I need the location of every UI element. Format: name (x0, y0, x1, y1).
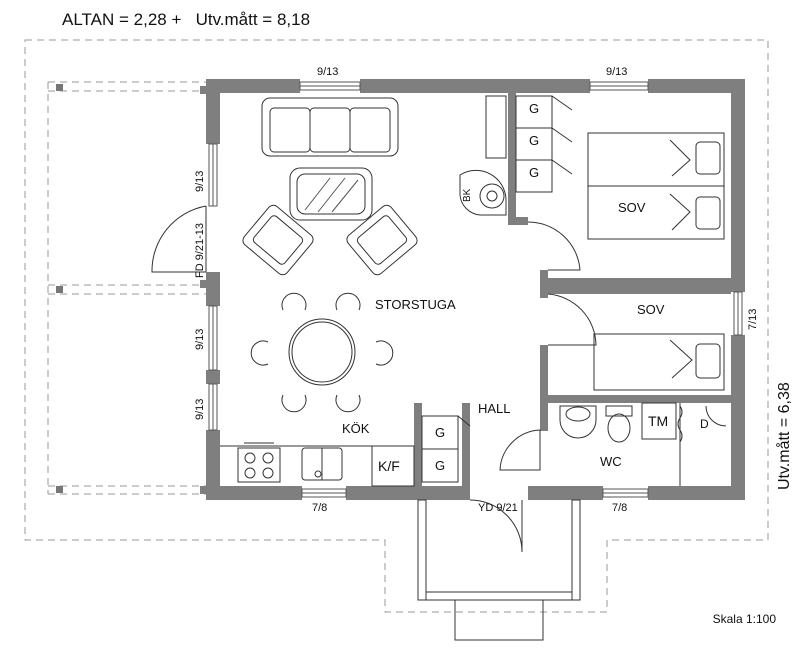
label-g-hall1: G (435, 425, 445, 440)
label-window-right: 7/13 (747, 309, 759, 330)
label-door-fd: FD 9/21-13 (194, 223, 206, 278)
scale-label: Skala 1:100 (712, 612, 776, 626)
room-labels: STORSTUGA SOV SOV HALL WC KÖK (342, 200, 665, 469)
header-dimensions: ALTAN = 2,28 + Utv.mått = 8,18 (62, 10, 310, 30)
fixture-labels: BK K/F TM D G G G G G (378, 101, 709, 474)
label-g-bed3: G (529, 165, 539, 180)
exterior-walls (200, 79, 745, 500)
room-label-sov2: SOV (637, 302, 665, 317)
room-label-wc: WC (600, 454, 622, 469)
door-sov2 (547, 293, 597, 346)
kitchen-counter (220, 442, 415, 487)
label-window-left-upper: 9/13 (194, 171, 206, 192)
outer-height-label: Utv.mått = 6,38 (775, 382, 793, 490)
door-wc (499, 429, 541, 471)
wardrobe-bedroom (515, 95, 573, 193)
interior-walls (414, 93, 731, 486)
label-window-left-mid: 9/13 (194, 329, 206, 350)
label-d: D (700, 417, 709, 431)
armchair-left (242, 204, 314, 276)
dashed-outline (24, 39, 769, 613)
label-window-top-right: 9/13 (606, 66, 627, 78)
label-g-bed2: G (529, 133, 539, 148)
label-kf: K/F (378, 458, 400, 474)
wc-fixtures (559, 402, 727, 486)
label-window-bottom-left: 7/8 (312, 502, 327, 514)
dining-table (250, 292, 394, 413)
label-bk: BK (462, 188, 473, 202)
armchair-right (346, 204, 418, 276)
label-window-bottom-right: 7/8 (612, 502, 627, 514)
double-bed (587, 132, 725, 240)
coffee-table (289, 167, 373, 221)
outer-width-label: Utv.mått = 8,18 (195, 10, 311, 29)
altan-area-label: ALTAN = 2,28 + (62, 10, 182, 29)
entrance-porch (417, 499, 581, 641)
fireplace (459, 95, 507, 216)
label-window-left-lower: 9/13 (194, 399, 206, 420)
windows (208, 81, 743, 498)
label-g-bed1: G (529, 101, 539, 116)
room-label-storstuga: STORSTUGA (375, 297, 456, 312)
sofa (261, 97, 399, 157)
terrace-posts (56, 84, 63, 493)
doors (151, 205, 597, 553)
label-g-hall2: G (435, 458, 445, 473)
door-yd (469, 499, 523, 553)
label-tm: TM (648, 413, 668, 429)
door-sov1 (527, 221, 581, 271)
room-label-kok: KÖK (342, 421, 370, 436)
room-label-hall: HALL (478, 401, 511, 416)
label-door-yd: YD 9/21 (478, 502, 518, 514)
room-label-sov1: SOV (618, 200, 646, 215)
label-window-top-left: 9/13 (317, 66, 338, 78)
opening-labels: 9/13 9/13 9/13 FD 9/21-13 9/13 9/13 7/13… (194, 66, 759, 514)
wardrobe-hall (421, 415, 471, 483)
single-bed (593, 333, 725, 391)
